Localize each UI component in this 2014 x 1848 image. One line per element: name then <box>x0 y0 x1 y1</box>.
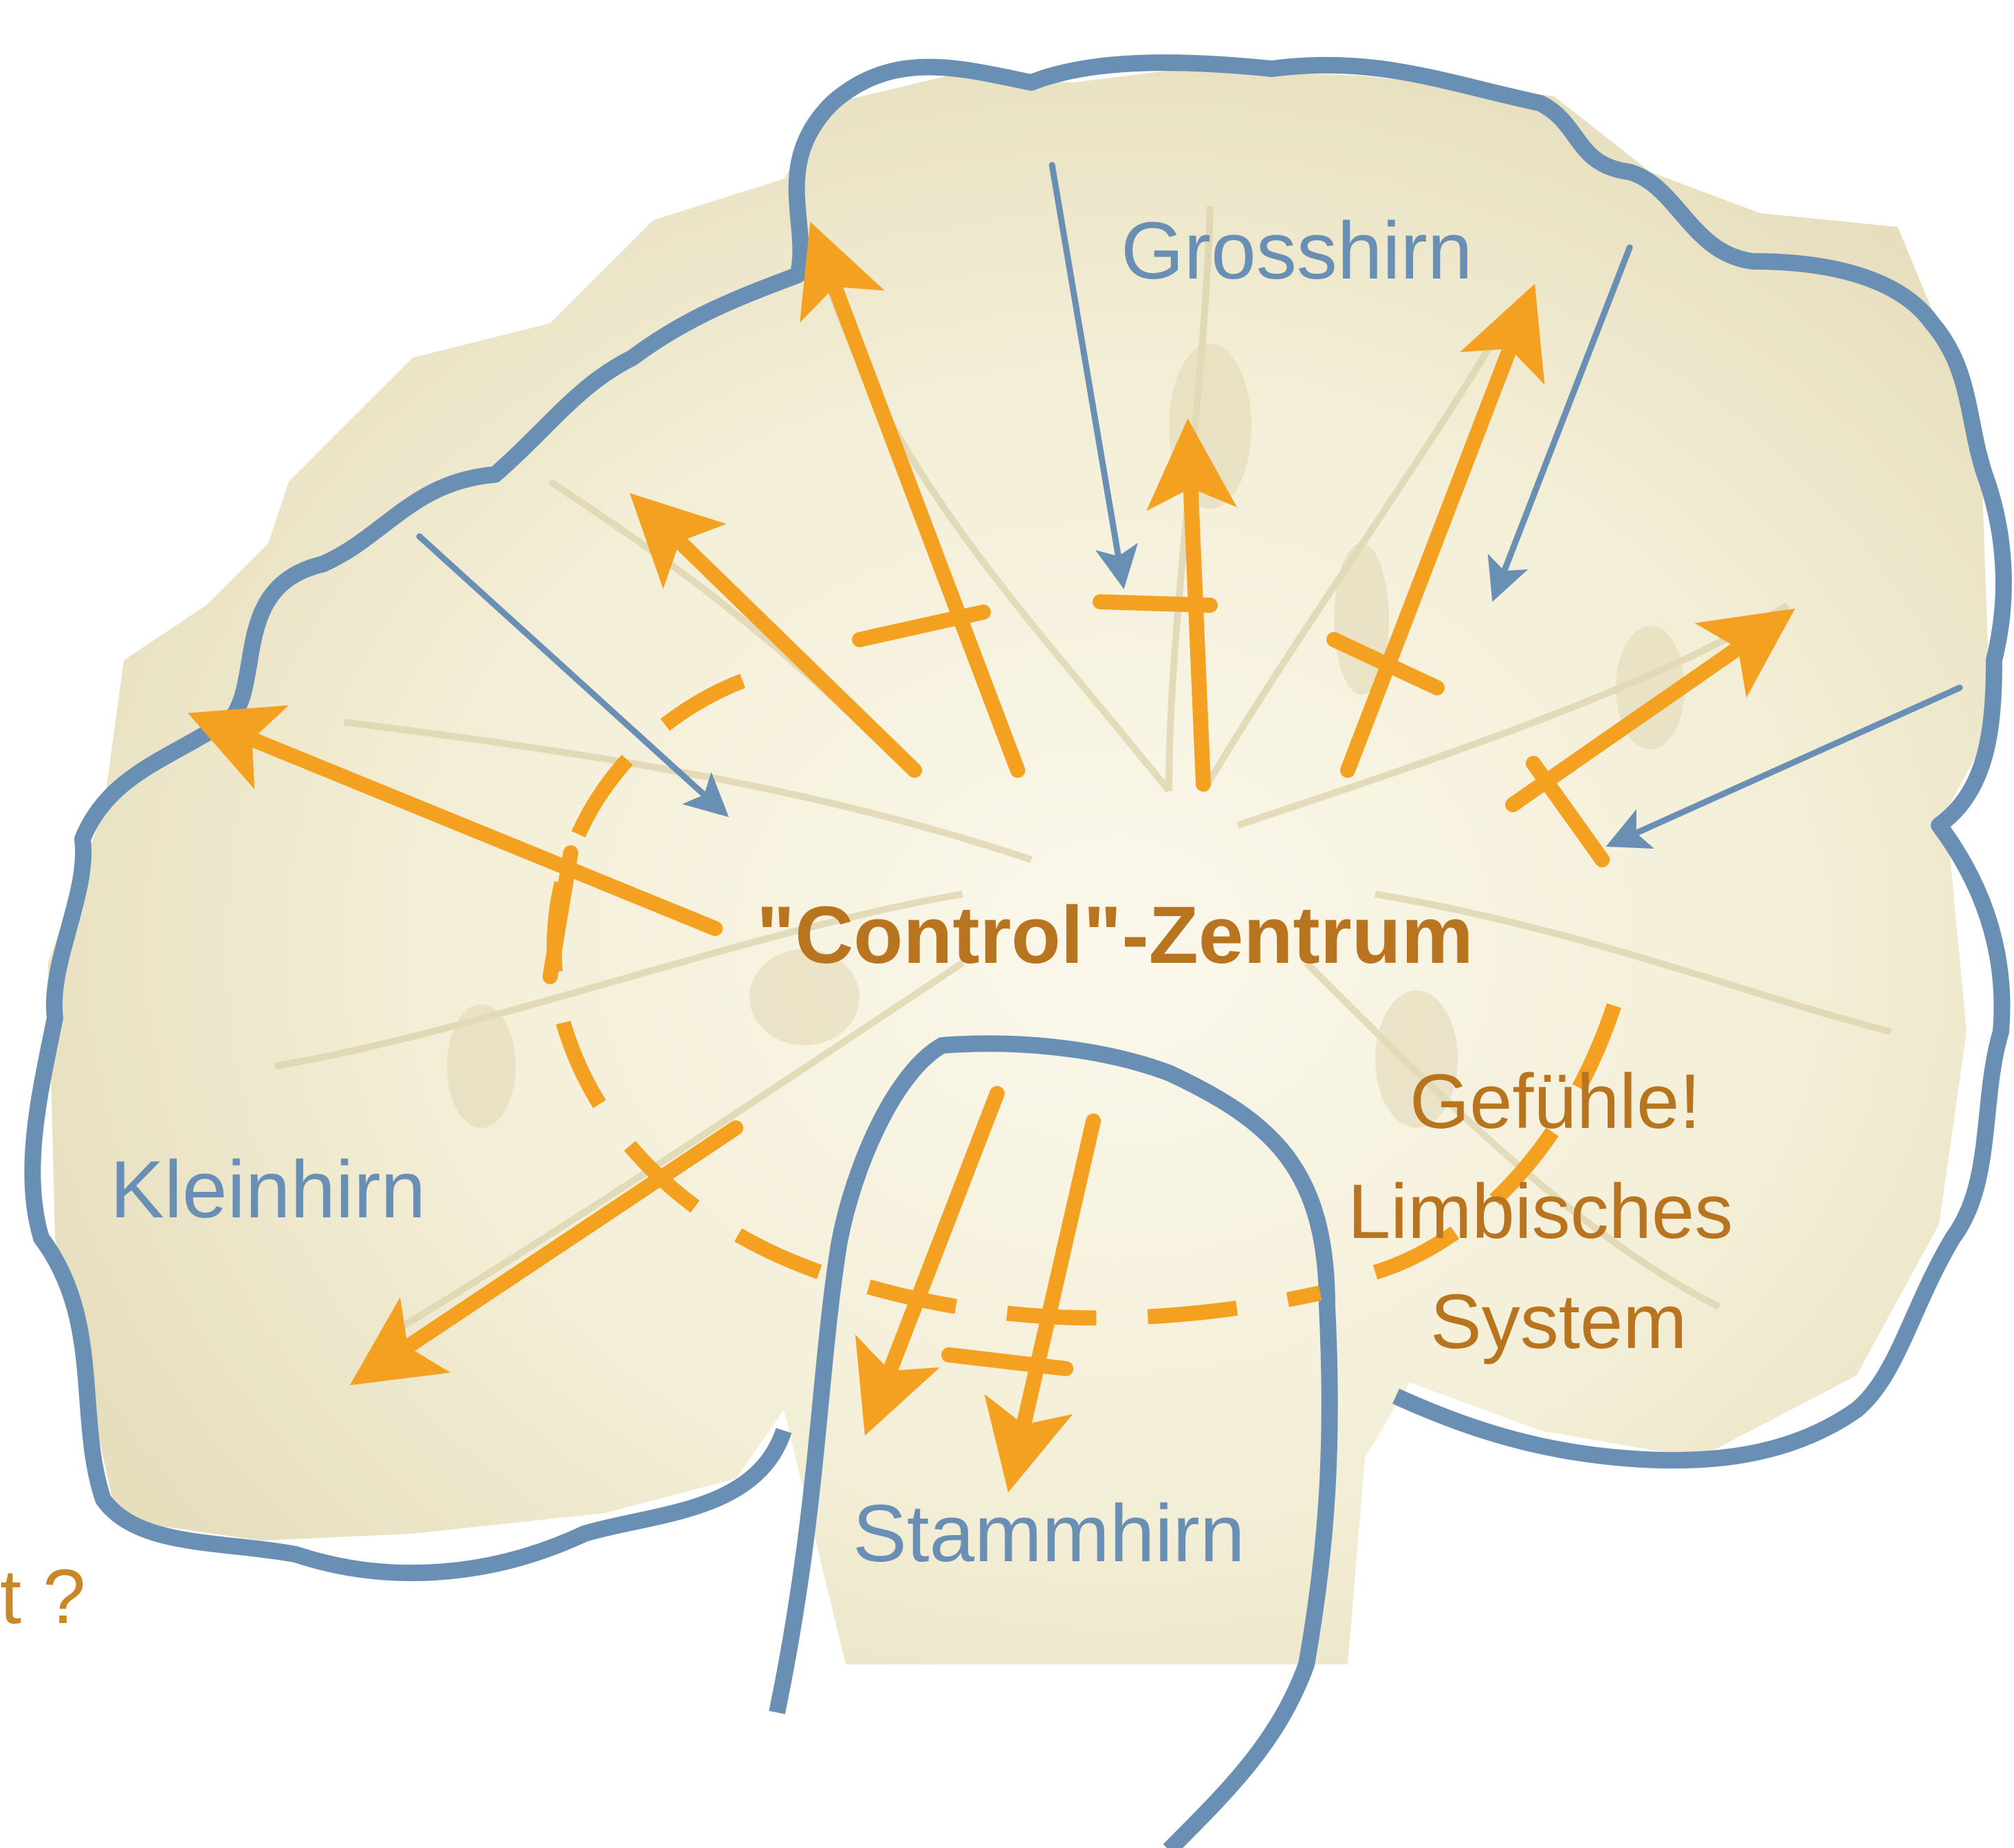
limbisches-label: Limbisches <box>1348 1168 1733 1254</box>
system-label: System <box>1430 1279 1687 1365</box>
cut-off-text: t ? <box>0 1554 86 1640</box>
grosshirn-label: Grosshirn <box>1121 206 1472 296</box>
control-center-label: "Control"-Zentrum <box>756 890 1474 981</box>
gefuehle-label: Gefühle! <box>1410 1058 1700 1144</box>
stammhirn-label: Stammhirn <box>853 1488 1245 1579</box>
kleinhirn-label: Kleinhirn <box>110 1144 426 1235</box>
